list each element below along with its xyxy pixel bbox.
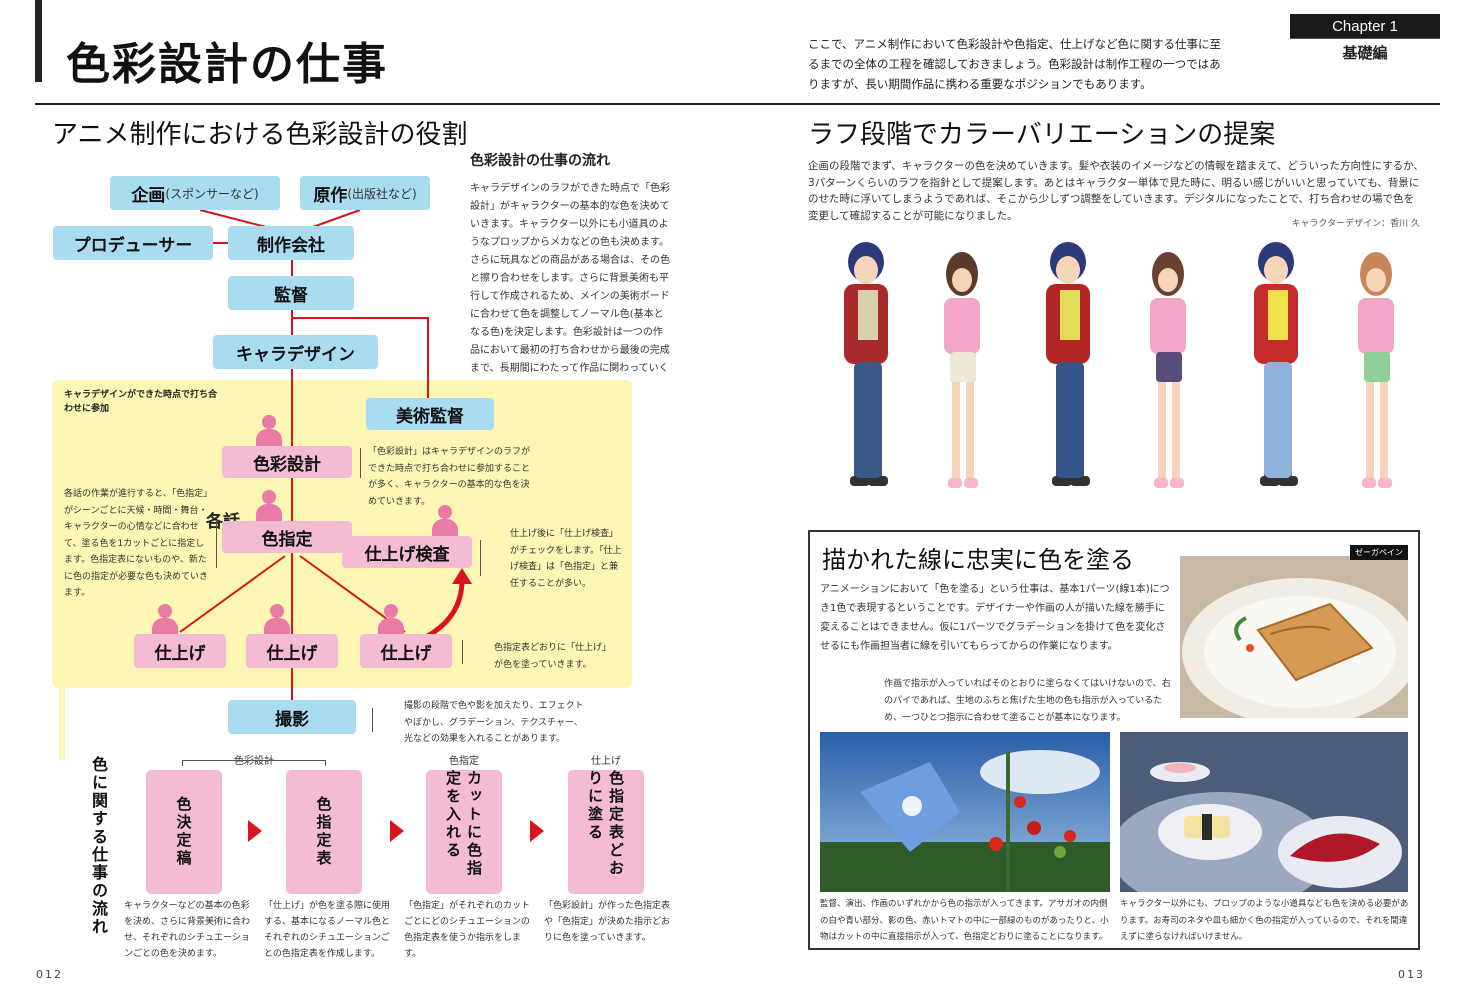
person-icon	[432, 505, 458, 541]
paint-card-label: 色指定表どおりに塗る	[586, 770, 625, 878]
cut-spec-note: 「色指定」がそれぞれのカットごとにどのシチュエーションの色指定表を使うか指示をし…	[404, 901, 531, 959]
color-spec-header: 色指定	[449, 756, 479, 767]
person-icon	[256, 415, 282, 451]
note-brace	[480, 540, 481, 576]
page-number-left: 012	[36, 968, 63, 981]
color-design-box: 色彩設計	[222, 446, 352, 478]
pie-image	[1180, 556, 1408, 718]
finish-header: 仕上げ	[591, 756, 621, 767]
note-brace	[360, 448, 361, 478]
note-brace	[372, 708, 373, 732]
sushi-note: キャラクター以外にも、プロップのような小道具なども色を決める必要があります。お寿…	[1120, 899, 1409, 942]
color-chart-note: 「仕上げ」が色を塗る際に使用する、基本になるノーマル色とそれぞれのシチュエーショ…	[264, 901, 391, 959]
finish-box: 仕上げ	[360, 634, 452, 668]
sushi-image	[1120, 732, 1408, 892]
finish-note: 色指定表どおりに「仕上げ」が色を塗っていきます。	[494, 643, 612, 670]
right-section-title: ラフ段階でカラーバリエーションの提案	[808, 120, 1276, 150]
cut-spec-card: カットに色指定を入れる	[426, 770, 502, 894]
paint-lines-body: アニメーションにおいて「色を塗る」という仕事は、基本1パーツ(線1本)につき1色…	[820, 584, 1170, 652]
color-design-header: 色彩設計	[234, 756, 274, 767]
studio-box: 制作会社	[228, 226, 354, 260]
person-icon	[256, 490, 282, 526]
header-bracket	[182, 760, 326, 766]
original-work-label: 原作	[313, 185, 348, 206]
planning-sub: (スポンサーなど)	[165, 186, 259, 201]
cut-spec-card-label: カットに色指定を入れる	[444, 770, 483, 878]
chapter-divider	[1290, 38, 1440, 39]
arrow-right-icon	[390, 820, 404, 842]
final-color-card: 色決定稿	[146, 770, 222, 894]
planning-box: 企画(スポンサーなど)	[110, 176, 280, 210]
photography-box: 撮影	[228, 700, 356, 734]
morning-glory-image	[820, 732, 1110, 892]
director-box: 監督	[228, 276, 354, 310]
paint-card: 色指定表どおりに塗る	[568, 770, 644, 894]
note-brace	[462, 640, 463, 664]
pie-note: 作画で指示が入っていればそのとおりに塗らなくてはいけないので、右のパイであれば、…	[884, 679, 1171, 723]
paint-lines-title: 描かれた線に忠実に色を塗る	[822, 546, 1134, 574]
color-work-flow-label: 色に関する仕事の流れ	[89, 756, 108, 936]
color-spec-box: 色指定	[222, 521, 352, 553]
final-color-card-label: 色決定稿	[174, 796, 193, 868]
paint-note: 「色彩設計」が作った色指定表や「色指定」が決めた指示どおりに色を塗っていきます。	[544, 901, 671, 943]
color-chart-card-label: 色指定表	[314, 796, 333, 868]
character-design-credit: キャラクターデザイン：香川 久	[1291, 219, 1420, 229]
arrow-right-icon	[248, 820, 262, 842]
original-work-sub: (出版社など)	[347, 186, 417, 201]
art-director-box: 美術監督	[366, 398, 494, 430]
finish-box: 仕上げ	[134, 634, 226, 668]
arrow-right-icon	[530, 820, 544, 842]
color-spec-note: 各話の作業が進行すると、「色指定」がシーンごとに天候・時間・舞台・キャラクターの…	[64, 489, 209, 598]
final-color-note: キャラクターなどの基本の色彩を決め、さらに背景美術に合わせ、それぞれのシチュエー…	[124, 901, 251, 959]
photography-note: 撮影の段階で色や影を加えたり、エフェクトやぼかし、グラデーション、テクスチャー、…	[404, 701, 584, 744]
paint-lines-box	[808, 530, 1420, 950]
left-section-title: アニメ制作における色彩設計の役割	[52, 120, 468, 150]
flow-body: キャラデザインのラフができた時点で「色彩設計」がキャラクターの基本的な色を決めて…	[470, 183, 670, 392]
intro-text: ここで、アニメ制作において色彩設計や色指定、仕上げなど色に関する仕事に至るまでの…	[808, 37, 1221, 91]
inspection-note: 仕上げ後に「仕上げ検査」がチェックをします。「仕上げ検査」は「色指定」と兼任する…	[510, 529, 622, 589]
color-design-note: 「色彩設計」はキャラデザインのラフができた時点で打ち合わせに参加することが多く、…	[368, 447, 531, 507]
finish-box: 仕上げ	[246, 634, 338, 668]
page-number-right: 013	[1398, 968, 1425, 981]
pie-caption: ゼーガペイン	[1350, 545, 1408, 560]
chapter-label: Chapter 1	[1290, 14, 1440, 38]
header-rule	[35, 103, 1440, 105]
title-accent-bar	[35, 0, 42, 82]
inspection-box: 仕上げ検査	[342, 536, 472, 568]
character-design-box: キャラデザイン	[213, 335, 378, 369]
chapter-subtitle: 基礎編	[1342, 44, 1388, 62]
rough-proposal-text: 企画の段階でまず、キャラクターの色を決めていきます。髪や衣装のイメージなどの情報…	[808, 160, 1424, 222]
morning-glory-note: 監督、演出、作画のいずれかから色の指示が入ってきます。アサガオの内側の白や青い部…	[820, 899, 1109, 942]
original-work-box: 原作(出版社など)	[300, 176, 430, 210]
flow-title: 色彩設計の仕事の流れ	[470, 153, 610, 169]
note-brace	[216, 520, 217, 568]
meeting-area-label: キャラデザインができた時点で打ち合わせに参加	[64, 390, 218, 414]
producer-box: プロデューサー	[53, 226, 213, 260]
page-title: 色彩設計の仕事	[66, 39, 388, 90]
color-chart-card: 色指定表	[286, 770, 362, 894]
planning-label: 企画	[131, 185, 166, 206]
character-variations-illustration	[844, 242, 1394, 488]
